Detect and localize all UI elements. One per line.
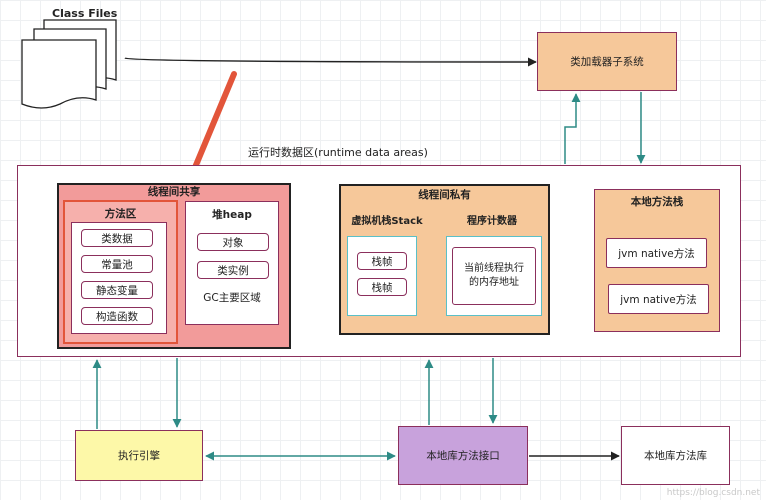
- heap-gc-note: GC主要区域: [203, 292, 261, 304]
- heap-item-class-instances: 类实例: [197, 261, 269, 279]
- class-loader-box: 类加载器子系统: [537, 32, 677, 91]
- arrow-runtime-to-loader: [564, 93, 581, 164]
- native-method-item: jvm native方法: [606, 238, 707, 268]
- native-interface-box: 本地库方法接口: [398, 426, 528, 485]
- runtime-area-title: 运行时数据区(runtime data areas): [248, 146, 428, 159]
- execution-engine-box: 执行引擎: [75, 430, 203, 481]
- thread-private-title: 线程间私有: [418, 189, 471, 201]
- native-method-item: jvm native方法: [608, 284, 709, 314]
- native-library-box: 本地库方法库: [621, 426, 730, 485]
- watermark: https://blog.csdn.net: [666, 488, 760, 498]
- class-files-icon: [21, 19, 117, 109]
- method-item-constant-pool: 常量池: [81, 255, 153, 273]
- arrow-classfiles-to-loader: [124, 57, 537, 67]
- stack-frame: 栈帧: [357, 252, 407, 270]
- vm-stack-box: [347, 236, 417, 316]
- class-files-label: Class Files: [52, 7, 118, 20]
- method-item-static-vars: 静态变量: [81, 281, 153, 299]
- method-item-class-data: 类数据: [81, 229, 153, 247]
- heap-item-objects: 对象: [197, 233, 269, 251]
- stack-frame: 栈帧: [357, 278, 407, 296]
- method-item-constructors: 构造函数: [81, 307, 153, 325]
- heap-title: 堆heap: [212, 209, 252, 221]
- program-counter-title: 程序计数器: [467, 216, 517, 227]
- thread-shared-title: 线程间共享: [147, 186, 201, 198]
- vm-stack-title: 虚拟机栈Stack: [351, 216, 423, 227]
- native-method-stack-title: 本地方法栈: [630, 196, 684, 208]
- method-area-title: 方法区: [104, 208, 137, 220]
- program-counter-text: 当前线程执行 的内存地址: [452, 247, 536, 305]
